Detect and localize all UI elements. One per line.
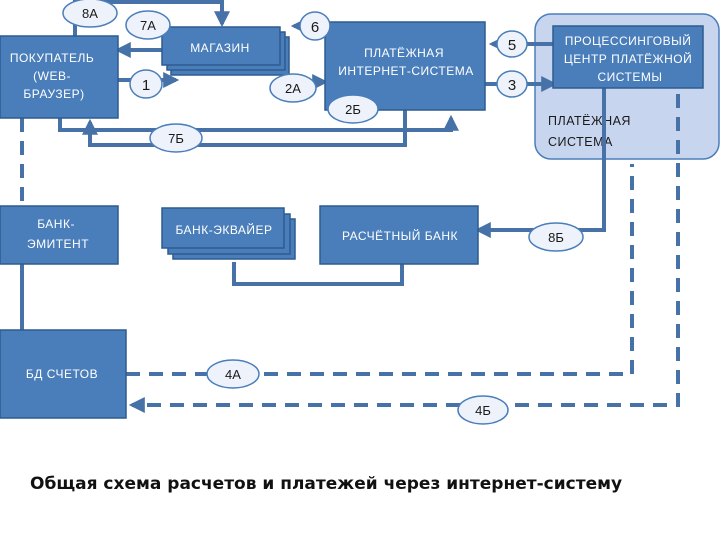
arrow-2b xyxy=(58,114,459,132)
arrow-8b xyxy=(474,88,606,238)
step-4a-label: 4А xyxy=(225,367,241,382)
shop-label: МАГАЗИН xyxy=(190,41,250,55)
buyer-box xyxy=(0,35,119,119)
issuer-bank-label: БАНК- ЭМИТЕНТ xyxy=(27,217,89,251)
step-8b-oval xyxy=(528,222,584,252)
step-7a-label: 7А xyxy=(140,18,156,33)
diagram-caption: Общая схема расчетов и платежей через ин… xyxy=(30,474,623,494)
step-2a-oval xyxy=(269,73,317,103)
step-7a-oval xyxy=(125,10,171,40)
step-6-label: 6 xyxy=(311,19,319,36)
step-5-label: 5 xyxy=(508,37,516,54)
arrow-7b xyxy=(82,110,407,147)
acquirer-bank-label: БАНК-ЭКВАЙЕР xyxy=(175,222,272,237)
step-2a-label: 2А xyxy=(285,81,301,96)
step-5-oval xyxy=(496,30,528,58)
step-4a-oval xyxy=(206,359,260,389)
buyer-label: ПОКУПАТЕЛЬ (WEB- БРАУЗЕР) xyxy=(10,51,98,101)
shop-box xyxy=(161,26,290,76)
arrow-4a xyxy=(126,164,634,376)
settlement-bank-box xyxy=(319,205,479,265)
connector-settlement-acquirer xyxy=(232,262,404,286)
payment-system-label: ПЛАТЁЖНАЯ ИНТЕРНЕТ-СИСТЕМА xyxy=(338,46,474,78)
step-4b-label: 4Б xyxy=(475,403,491,418)
step-7b-label: 7Б xyxy=(168,131,184,146)
payment-system-region-label: ПЛАТЁЖНАЯ СИСТЕМА xyxy=(548,114,635,149)
issuer-bank-box xyxy=(0,205,119,265)
step-8b-label: 8Б xyxy=(548,230,564,245)
arrow-4b xyxy=(128,94,680,413)
acquirer-bank-box xyxy=(161,207,296,260)
processing-center-box xyxy=(552,25,704,89)
step-2b-oval xyxy=(327,94,379,124)
accounts-db-box xyxy=(0,329,127,419)
step-6-oval xyxy=(299,11,331,41)
step-8a-oval xyxy=(62,0,118,28)
settlement-bank-label: РАСЧЁТНЫЙ БАНК xyxy=(342,228,458,243)
step-3-label: 3 xyxy=(508,77,516,94)
step-3-oval xyxy=(496,70,528,98)
processing-center-label: ПРОЦЕССИНГОВЫЙ ЦЕНТР ПЛАТЁЖНОЙ СИСТЕМЫ xyxy=(564,33,696,84)
step-1-oval xyxy=(129,69,163,99)
step-7b-oval xyxy=(149,123,203,153)
accounts-db-label: БД СЧЕТОВ xyxy=(26,367,98,381)
step-2b-label: 2Б xyxy=(345,102,361,117)
step-8a-label: 8А xyxy=(82,6,98,21)
step-4b-oval xyxy=(457,395,509,425)
step-1-label: 1 xyxy=(142,77,150,94)
